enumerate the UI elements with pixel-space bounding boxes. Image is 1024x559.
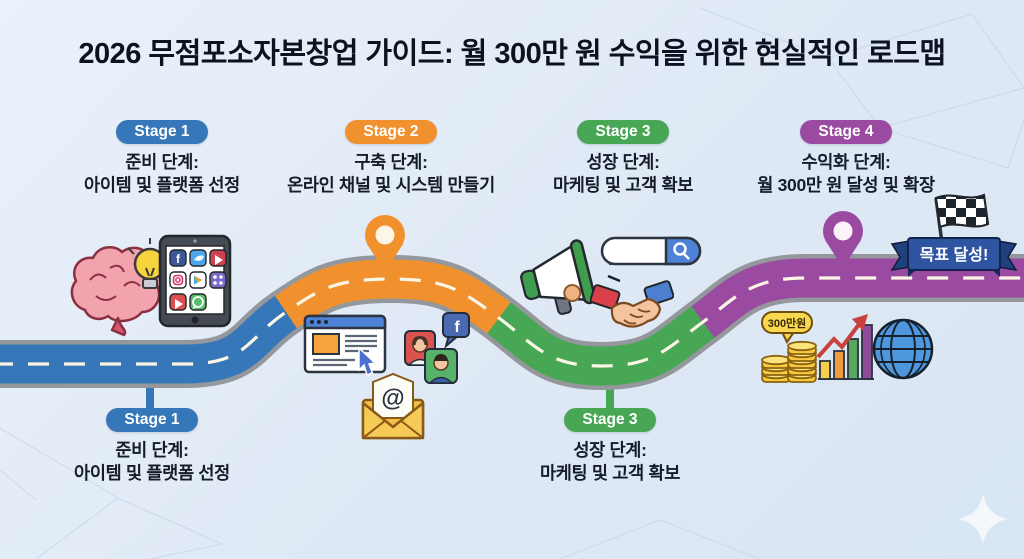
profile-card-man <box>424 348 458 384</box>
growth-arrow <box>816 321 862 359</box>
sparkle-icon <box>958 494 1008 544</box>
blue-sleeve <box>643 280 674 306</box>
red-sleeve <box>590 284 621 310</box>
email-icon: @ <box>361 372 425 440</box>
stage3-bottom-description: 성장 단계:마케팅 및 고객 확보 <box>539 440 681 484</box>
stage1-badge: Stage 1 <box>116 120 208 144</box>
svg-text:f: f <box>454 319 460 336</box>
stage3-bottom-block: Stage 3 성장 단계:마케팅 및 고객 확보 <box>490 408 730 485</box>
stage2-description: 구축 단계:온라인 채널 및 시스템 만들기 <box>287 152 495 196</box>
browser-window-icon <box>303 314 387 376</box>
social-profiles-icon: f <box>404 312 470 384</box>
stage3-bottom-badge: Stage 3 <box>564 408 656 432</box>
facebook-app-icon <box>169 249 187 267</box>
stage4-top-block: Stage 4 수익화 단계:월 300만 원 달성 및 확장 <box>726 120 966 197</box>
handshake-icon <box>590 280 674 328</box>
stage2-pin-icon <box>365 215 405 272</box>
stage4-badge: Stage 4 <box>800 120 892 144</box>
stage1-bottom-description: 준비 단계:아이템 및 플랫폼 선정 <box>74 440 230 484</box>
coins-icon: 300만원 <box>761 311 817 383</box>
goal-banner-text: 목표 달성! <box>920 245 989 264</box>
svg-text:f: f <box>176 252 181 266</box>
cursor-icon <box>358 346 377 376</box>
globe-icon <box>872 318 934 380</box>
megaphone-icon <box>520 239 624 315</box>
stage1-bottom-block: Stage 1 준비 단계:아이템 및 플랫폼 선정 <box>32 408 272 485</box>
stage4-description: 수익화 단계:월 300만 원 달성 및 확장 <box>757 152 935 196</box>
at-symbol: @ <box>381 385 404 412</box>
search-bar-icon <box>600 236 702 266</box>
stage1-bottom-badge: Stage 1 <box>106 408 198 432</box>
tablet-apps-icon: f <box>158 234 232 328</box>
brain-idea-icon <box>70 238 176 337</box>
facebook-bubble-icon: f <box>442 312 470 349</box>
stage3-top-block: Stage 3 성장 단계:마케팅 및 고객 확보 <box>503 120 743 197</box>
coins-bubble-text: 300만원 <box>768 316 807 330</box>
dial-app-icon <box>209 271 227 289</box>
road-dashes <box>0 276 1024 368</box>
stage1-description: 준비 단계:아이템 및 플랫폼 선정 <box>84 152 240 196</box>
magnifier-icon <box>673 242 687 256</box>
stage2-badge: Stage 2 <box>345 120 437 144</box>
stage3-description: 성장 단계:마케팅 및 고객 확보 <box>552 152 694 196</box>
goal-banner: 목표 달성! <box>890 237 1018 277</box>
growth-chart-icon <box>816 314 874 380</box>
page-title: 2026 무점포소자본창업 가이드: 월 300만 원 수익을 위한 현실적인 … <box>78 38 946 70</box>
stage4-pin-icon <box>823 211 863 268</box>
instagram-app-icon <box>169 271 187 289</box>
checkered-flag-icon <box>934 193 990 259</box>
hand <box>563 283 582 302</box>
stage2-top-block: Stage 2 구축 단계:온라인 채널 및 시스템 만들기 <box>271 120 511 197</box>
stage3-badge: Stage 3 <box>577 120 669 144</box>
stage1-top-block: Stage 1 준비 단계:아이템 및 플랫폼 선정 <box>42 120 282 197</box>
